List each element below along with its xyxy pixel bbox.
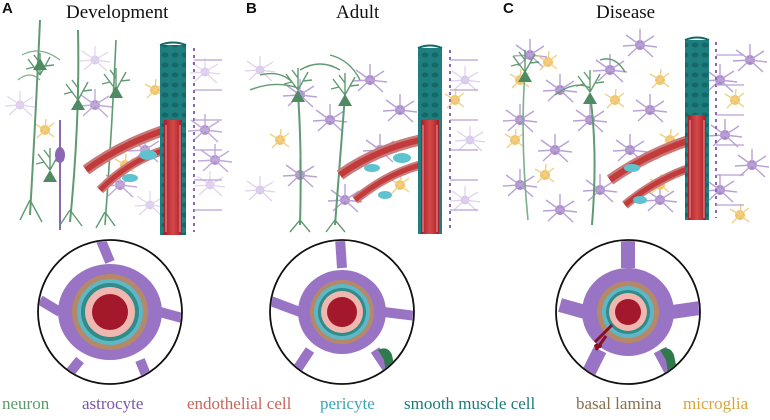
panel-c-title: Disease: [596, 2, 656, 23]
panel-a-letter: A: [2, 0, 13, 17]
legend-pericyte: pericyte: [320, 394, 375, 413]
legend-smooth-muscle-cell: smooth muscle cell: [404, 394, 536, 413]
panel-c-letter: C: [503, 0, 514, 17]
panel-b-letter: B: [246, 0, 257, 17]
neurovascular-unit-illustration: [4, 19, 770, 385]
panel-b-neurons: [249, 54, 361, 233]
panel-b-scene: [244, 44, 486, 234]
panel-c-neurons: [510, 49, 626, 226]
legend-astrocyte: astrocyte: [82, 394, 144, 413]
cross-section-disease: [555, 239, 701, 385]
legend-microglia: microglia: [683, 394, 749, 413]
cross-section-development: [37, 239, 183, 385]
panel-a-neurons: [17, 19, 131, 230]
legend-endothelial-cell: endothelial cell: [187, 394, 292, 413]
legend-basal-lamina: basal lamina: [576, 394, 662, 413]
panel-a-scene: [4, 19, 233, 235]
panel-b-title: Adult: [336, 2, 380, 23]
panel-c-scene: [502, 28, 770, 226]
legend: neuron astrocyte endothelial cell pericy…: [0, 394, 770, 418]
legend-neuron: neuron: [2, 394, 50, 413]
panel-a-title: Development: [66, 2, 169, 23]
cross-section-adult: [269, 239, 415, 385]
